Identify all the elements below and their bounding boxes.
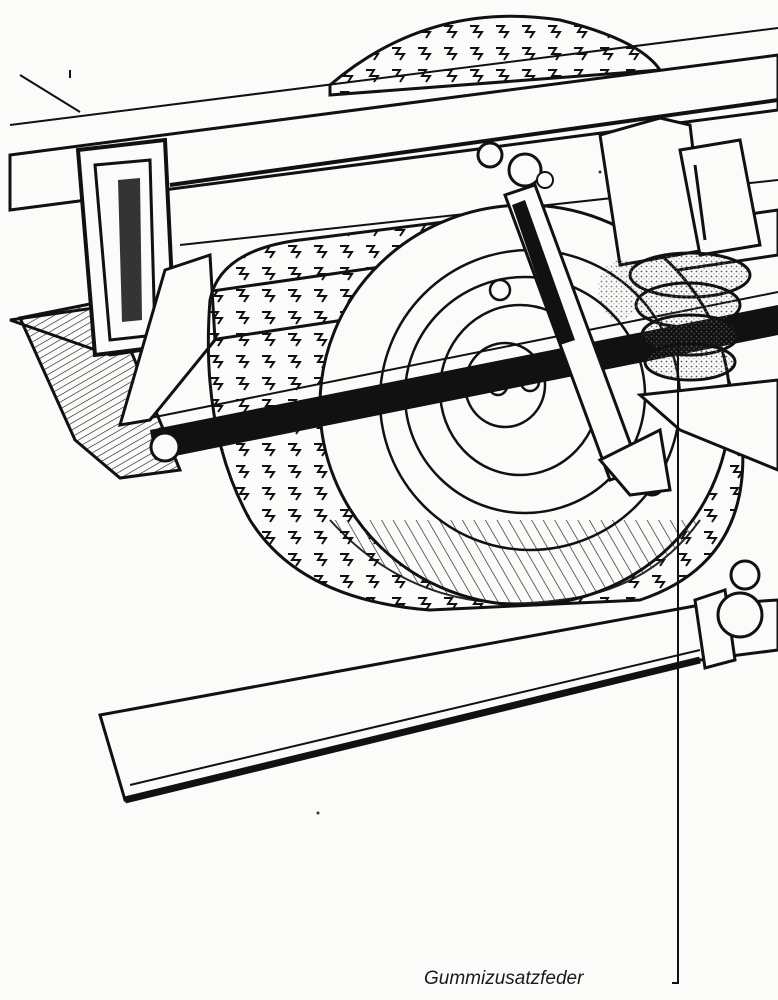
- axle-mount: [597, 378, 778, 497]
- callout-leader-line: [672, 340, 679, 984]
- body-edge-line: [19, 74, 81, 113]
- shackle-bolt: [149, 431, 181, 463]
- upper-tyre: [328, 14, 663, 97]
- speck: [316, 811, 320, 815]
- spring-hanger-bracket: [17, 137, 217, 480]
- rubber-auxiliary-spring-label: Gummizusatzfeder: [424, 968, 584, 989]
- drive-shaft: [98, 559, 778, 804]
- speck: [598, 170, 602, 174]
- bump-stop-cradle: [598, 116, 762, 267]
- rubber-auxiliary-spring: [598, 251, 752, 382]
